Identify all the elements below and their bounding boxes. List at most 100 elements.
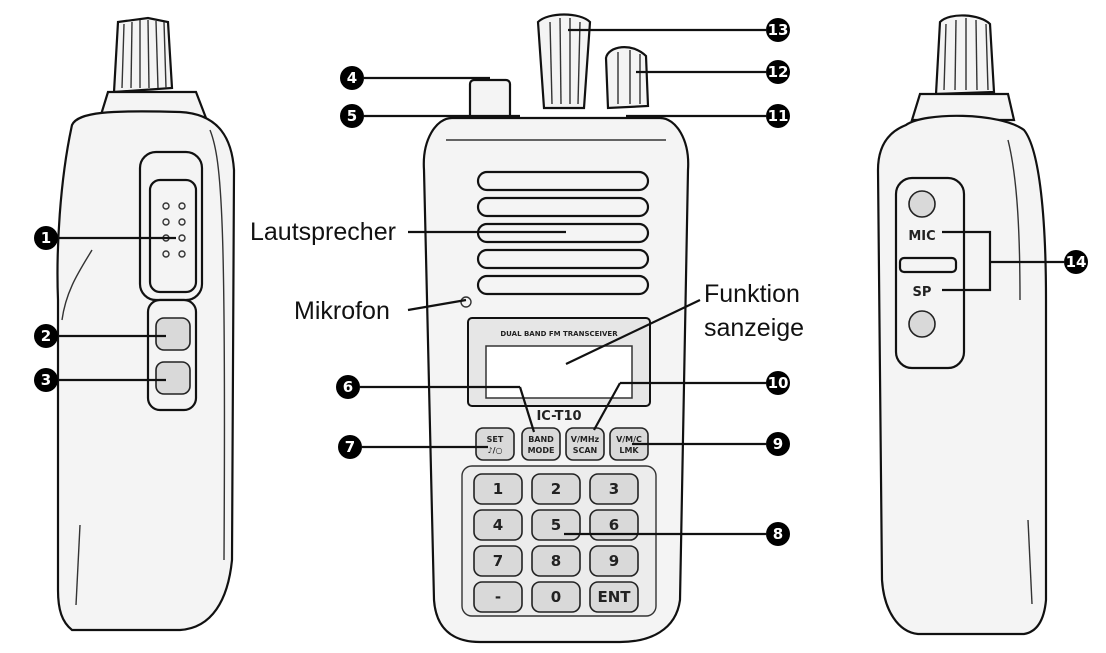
svg-text:12: 12 — [768, 63, 789, 81]
svg-text:1: 1 — [493, 480, 503, 498]
antenna-connector — [468, 78, 512, 122]
key-6[interactable]: 6 — [589, 509, 639, 541]
svg-text:V/MHz: V/MHz — [571, 435, 600, 444]
mic-label: MIC — [908, 229, 935, 244]
key-9[interactable]: 9 — [589, 545, 639, 577]
key-1[interactable]: 1 — [473, 473, 523, 505]
svg-text:13: 13 — [768, 21, 789, 39]
right-edge-line — [1007, 139, 1021, 301]
right-slot — [1027, 519, 1033, 605]
knob-ridges — [121, 19, 167, 89]
left-belt-line — [61, 249, 93, 321]
leader-lines — [58, 28, 1064, 536]
svg-text:10: 10 — [768, 374, 789, 392]
callout-9: 9 — [766, 432, 790, 456]
svg-text:14: 14 — [1066, 253, 1087, 271]
callout-4: 4 — [340, 66, 364, 90]
key-4[interactable]: 4 — [473, 509, 523, 541]
svg-text:MODE: MODE — [528, 446, 555, 455]
sp-label: SP — [913, 285, 932, 300]
mic-jack-grille — [908, 190, 936, 218]
callout-7: 7 — [338, 435, 362, 459]
keypad: 1 2 3 4 5 6 7 8 9 - 0 ENT — [473, 473, 639, 613]
left-jack-cover — [148, 178, 198, 294]
callout-markers: 1 2 3 4 5 6 7 8 9 10 11 12 13 14 — [34, 18, 1088, 546]
left-slot — [75, 524, 81, 606]
svg-text:BAND: BAND — [528, 435, 554, 444]
svg-text:V/M/C: V/M/C — [616, 435, 642, 444]
svg-text:6: 6 — [609, 516, 619, 534]
callout-12: 12 — [766, 60, 790, 84]
key-5[interactable]: 5 — [531, 509, 581, 541]
callout-6: 6 — [336, 375, 360, 399]
callout-1: 1 — [34, 226, 58, 250]
sp-jack-grille — [908, 310, 936, 338]
svg-text:2: 2 — [551, 480, 561, 498]
left-edge-line — [209, 129, 226, 561]
svg-text:SET: SET — [487, 435, 504, 444]
side-function-button[interactable] — [155, 361, 191, 395]
key-7[interactable]: 7 — [473, 545, 523, 577]
ptt-button[interactable] — [155, 317, 191, 351]
callout-10: 10 — [766, 371, 790, 395]
right-knob — [934, 14, 996, 96]
front-view: DUAL BAND FM TRANSCEIVER IC-T10 SET ♪/○ … — [422, 13, 690, 644]
svg-text:LMK: LMK — [619, 446, 639, 455]
right-knob-ridges — [943, 18, 989, 91]
microphone-hole — [460, 296, 472, 308]
key-8[interactable]: 8 — [531, 545, 581, 577]
callout-5: 5 — [340, 104, 364, 128]
callout-13: 13 — [766, 18, 790, 42]
svg-text:-: - — [495, 588, 501, 606]
function-display-label-2: sanzeige — [704, 314, 804, 342]
svg-text:3: 3 — [41, 371, 51, 389]
svg-text:5: 5 — [347, 107, 357, 125]
key-ent[interactable]: ENT — [589, 581, 639, 613]
jack-holes — [162, 202, 186, 258]
callout-2: 2 — [34, 324, 58, 348]
main-knob-ridges — [549, 17, 581, 105]
set-button[interactable]: SET ♪/○ — [475, 427, 515, 461]
key-dash[interactable]: - — [473, 581, 523, 613]
display-caption: DUAL BAND FM TRANSCEIVER — [500, 330, 618, 338]
svg-text:5: 5 — [551, 516, 561, 534]
vmhz-scan-button[interactable]: V/MHz SCAN — [565, 427, 605, 461]
svg-text:8: 8 — [773, 525, 783, 543]
svg-text:♪/○: ♪/○ — [487, 446, 502, 455]
svg-text:9: 9 — [609, 552, 619, 570]
secondary-knob[interactable] — [604, 46, 650, 110]
key-2[interactable]: 2 — [531, 473, 581, 505]
main-knob[interactable] — [536, 13, 592, 110]
svg-text:4: 4 — [347, 69, 357, 87]
model-name: IC-T10 — [536, 409, 581, 424]
svg-text:7: 7 — [345, 438, 355, 456]
svg-text:11: 11 — [768, 107, 789, 125]
band-mode-button[interactable]: BAND MODE — [521, 427, 561, 461]
callout-3: 3 — [34, 368, 58, 392]
callout-11: 11 — [766, 104, 790, 128]
jack-cover-seam — [898, 256, 958, 274]
function-display-label-1: Funktion — [704, 280, 800, 308]
svg-text:7: 7 — [493, 552, 503, 570]
svg-text:9: 9 — [773, 435, 783, 453]
key-0[interactable]: 0 — [531, 581, 581, 613]
speaker-label: Lautsprecher — [250, 218, 396, 246]
function-buttons: SET ♪/○ BAND MODE V/MHz SCAN V/M/C LMK — [475, 427, 649, 461]
secondary-knob-ridges — [617, 50, 641, 104]
svg-text:SCAN: SCAN — [573, 446, 598, 455]
right-side-view: MIC SP — [876, 14, 1048, 636]
lcd-screen — [485, 345, 633, 399]
microphone-label: Mikrofon — [294, 297, 390, 325]
svg-text:1: 1 — [41, 229, 51, 247]
svg-text:4: 4 — [493, 516, 503, 534]
callout-14: 14 — [1064, 250, 1088, 274]
svg-text:3: 3 — [609, 480, 619, 498]
right-collar — [910, 92, 1016, 122]
left-side-view — [56, 16, 236, 632]
svg-text:8: 8 — [551, 552, 561, 570]
svg-text:ENT: ENT — [597, 588, 631, 606]
svg-text:2: 2 — [41, 327, 51, 345]
key-3[interactable]: 3 — [589, 473, 639, 505]
svg-text:0: 0 — [551, 588, 561, 606]
